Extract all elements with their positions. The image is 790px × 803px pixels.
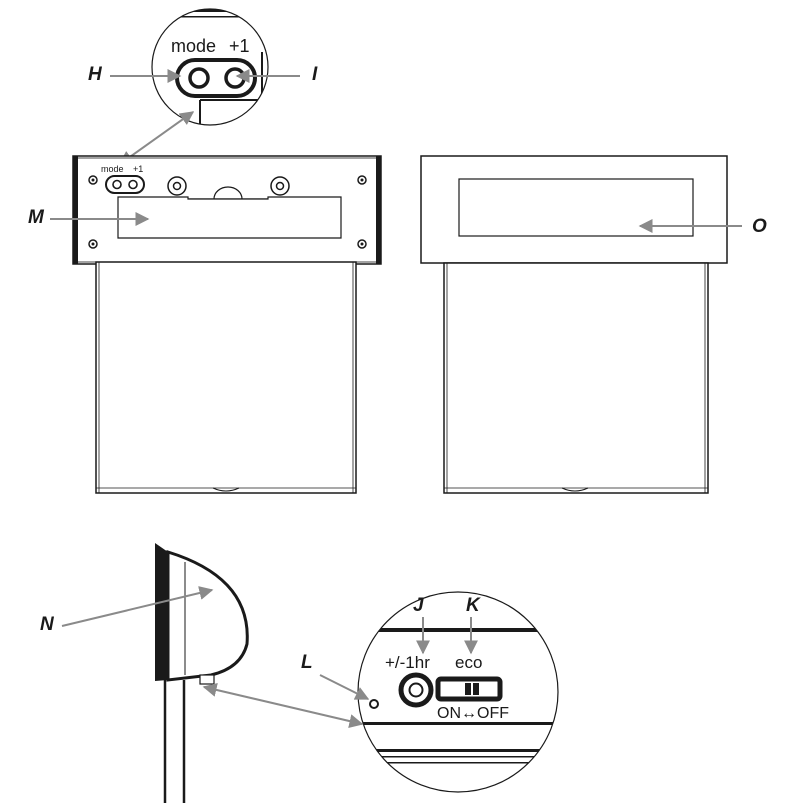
- hour-label: +/-1hr: [385, 653, 430, 672]
- bottom-connector-arrow: [202, 683, 364, 728]
- callout-k: K: [466, 595, 481, 616]
- top-plus-one-label: +1: [229, 36, 250, 56]
- eco-label: eco: [455, 653, 482, 672]
- leader-l: [319, 674, 370, 700]
- callout-j: J: [413, 595, 424, 616]
- panel-mode-label: mode: [101, 164, 124, 174]
- sensor-l: [369, 699, 379, 709]
- display-window: [458, 178, 694, 237]
- top-mode-label: mode: [171, 36, 216, 56]
- panel-plus-one-label: +1: [133, 164, 143, 174]
- callout-o: O: [752, 216, 767, 237]
- side-view: [155, 543, 249, 803]
- top-plus-one-button: [224, 67, 246, 89]
- top-mode-button: [188, 67, 210, 89]
- callout-l: L: [301, 652, 313, 673]
- callout-i: I: [312, 64, 318, 85]
- leader-n: [61, 586, 214, 627]
- switch-state-label: ON↔OFF: [437, 705, 509, 722]
- bottom-detail-magnifier: +/-1hr eco ON↔OFF: [357, 591, 559, 793]
- left-clock-unit: mode +1: [72, 155, 382, 494]
- callout-n: N: [40, 614, 55, 635]
- top-detail-magnifier: mode +1: [151, 8, 269, 126]
- callout-m: M: [28, 207, 45, 228]
- right-clock-unit: [420, 155, 728, 494]
- callout-h: H: [88, 64, 103, 85]
